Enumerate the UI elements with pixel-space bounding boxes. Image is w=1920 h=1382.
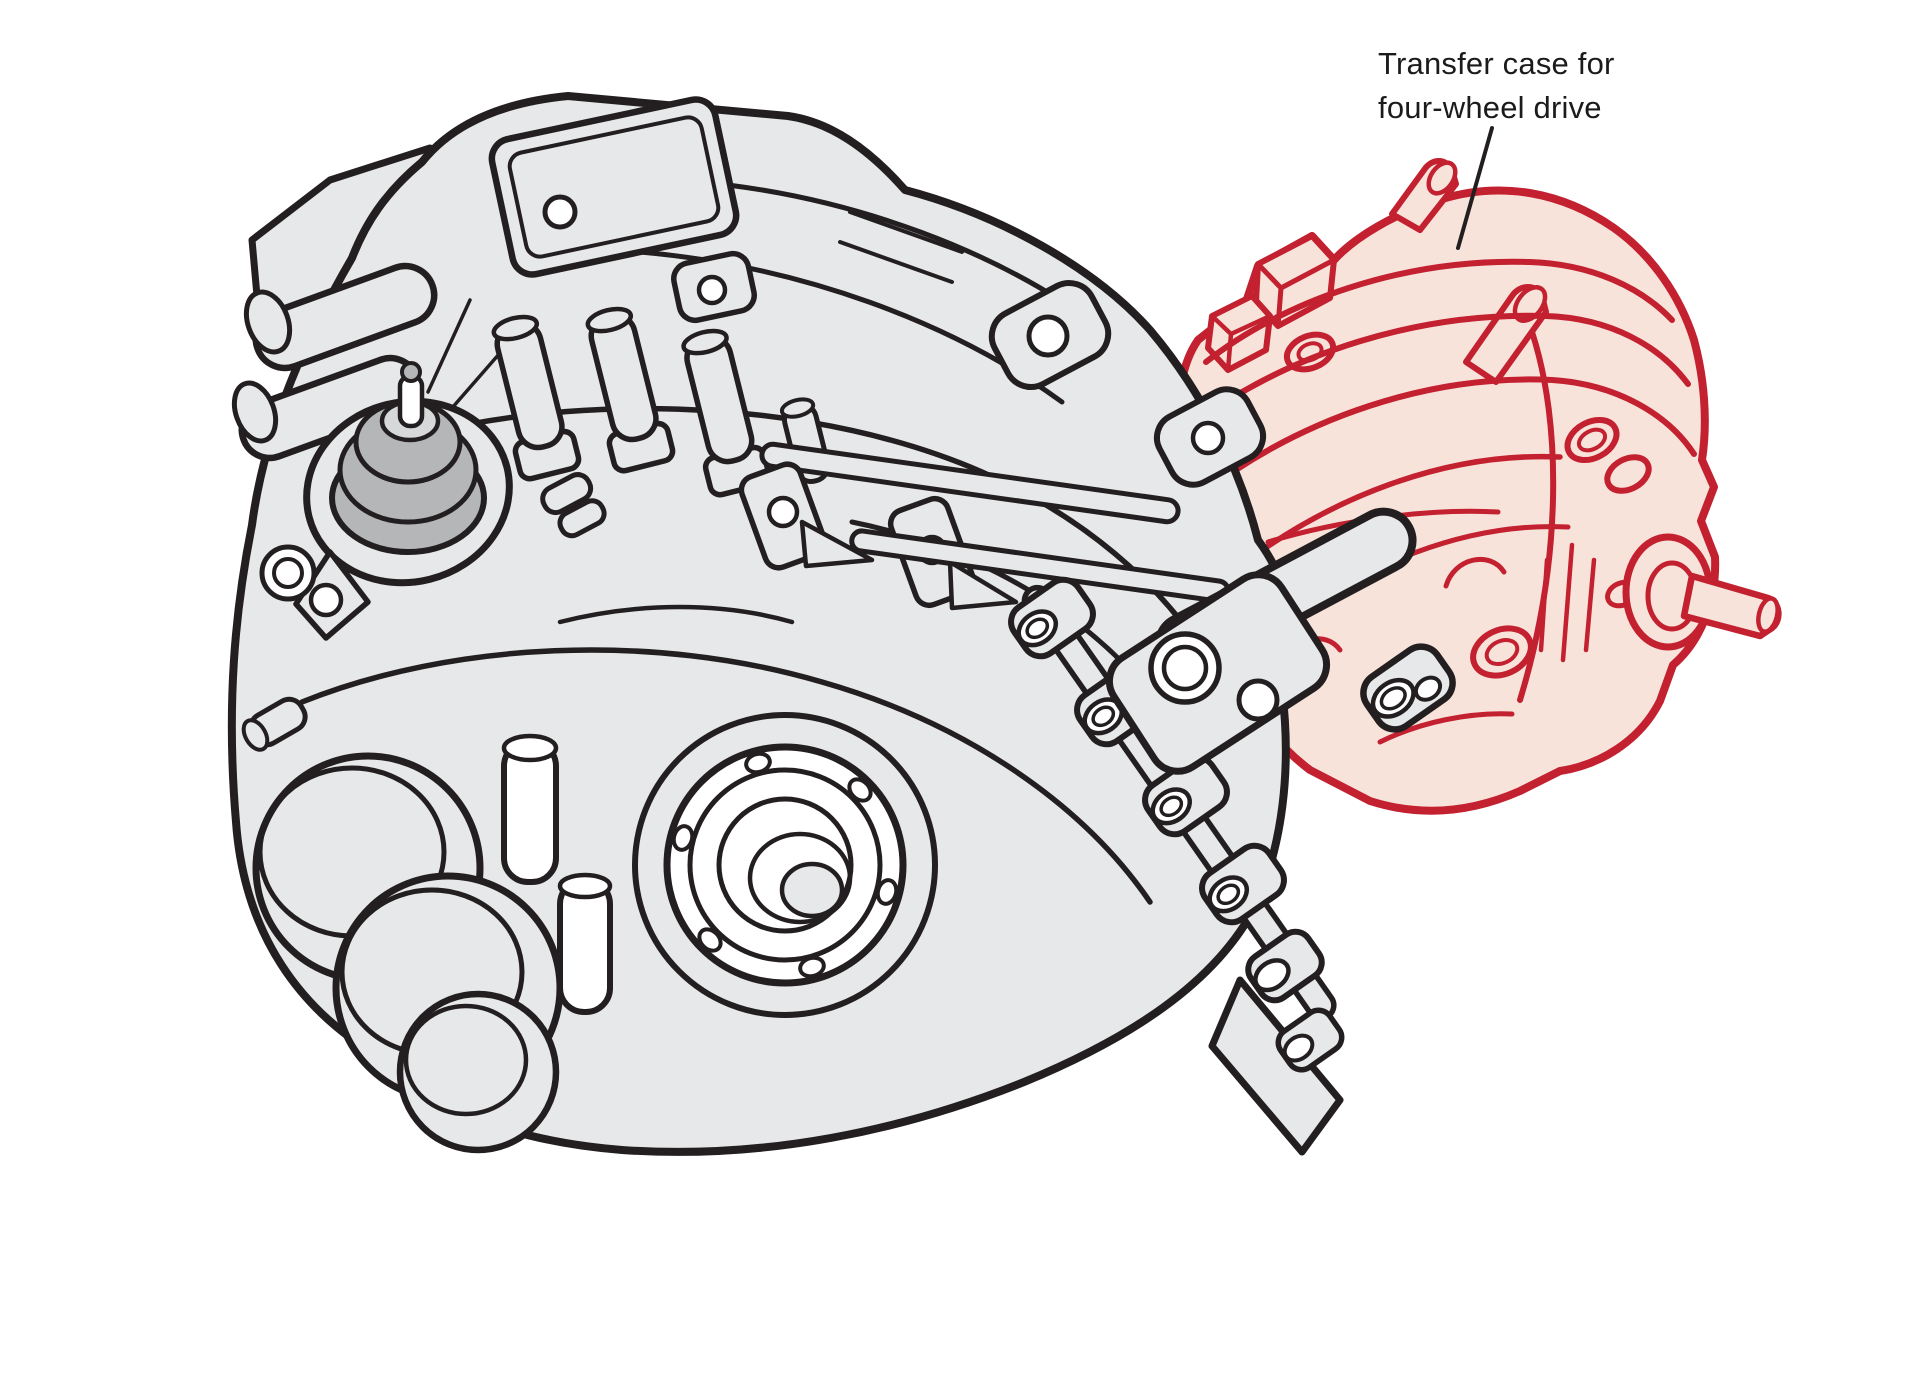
case-rib [1193,312,1691,425]
bolt-head [1282,1033,1315,1063]
housing-line [299,647,1153,905]
peg [501,733,559,885]
flange-bolt-hole [671,824,695,852]
flange-edge [1517,329,1557,703]
left-pipe [252,262,438,372]
valve-cover [488,96,740,278]
pivot-wedge [799,519,875,569]
bolt-head-inner [1216,883,1241,906]
bolt-head-inner [1379,686,1407,711]
stud-cap [681,328,729,356]
lug-hole [1283,331,1337,373]
valve-cover-inner [507,115,721,259]
lug-cap [1426,160,1458,196]
peg-body [501,739,559,885]
stud-cap [779,397,816,419]
callout-line-1: Transfer case for [1378,46,1615,81]
stud [491,314,582,482]
peg-body [557,877,613,1015]
mount-ball [400,361,422,383]
housing-ear-hole [1026,314,1070,358]
flange-bolt-hole [744,751,772,775]
stud-cap [585,306,634,334]
bolt-boss-inner [1576,427,1608,453]
lug-box-edge [1209,313,1273,373]
callout-label: Transfer case for four-wheel drive [1378,42,1615,130]
pivot-wedge [947,559,1019,611]
flange-ring [687,767,883,963]
left-pipe-cap [243,289,293,355]
cover-bolt-hole [542,194,578,230]
transmission-housing [227,92,1456,1156]
bracket-hole [1236,678,1280,722]
flange-bolt-hole [847,777,873,803]
bolt-boss [1604,454,1652,494]
stud [585,306,676,474]
lug-cap [1512,285,1548,323]
selector-rail [759,441,1181,525]
left-pipe-cap [231,380,279,444]
pin-body [540,472,594,516]
leader-line [1456,126,1494,250]
bolt-head [1253,958,1291,993]
flange-hub-ring [747,831,853,925]
bolt-head-inner [1159,795,1184,818]
housing-line [557,604,795,625]
output-shaft-cap [1756,596,1780,634]
mount-boss-inner [272,557,304,589]
stud-cap [491,314,540,342]
mount-ear-hole [308,582,344,618]
callout-line-2: four-wheel drive [1378,90,1602,125]
output-flange [632,712,938,1018]
bolt-boss [1564,416,1620,464]
drum-ring [403,1003,529,1117]
housing-ear-hole [1190,420,1226,456]
pivot-hole [766,495,800,529]
pin-cap [241,718,270,752]
flange-bolt-hole [798,955,826,979]
bolt-head [1413,675,1443,702]
case-rib [1199,376,1697,497]
bolt-head-inner [1025,617,1050,640]
mount-stud [397,373,425,429]
mount-pin [540,472,607,539]
drum [396,990,560,1154]
bolt-boss [1470,625,1534,679]
peg-cap [501,733,559,763]
flange-hatch [1538,542,1597,663]
peg [557,872,613,1015]
case-bump [1443,556,1507,589]
flange-center [779,861,845,919]
cover-ear-hole [696,274,728,306]
far-bolt-boss [1360,643,1456,733]
peg-cap [557,872,613,900]
bracket-hole-inner [1161,644,1209,692]
bolt-head-inner [1091,705,1116,728]
flange-bolt-hole [875,878,899,906]
bolt-boss-inner [1484,638,1520,666]
pin-body [557,498,607,539]
case-rib [1203,258,1675,365]
housing-line [838,210,964,284]
case-line [1377,711,1515,745]
flange-bolt-hole [697,927,723,953]
small-pin [241,696,308,752]
case-rib [1223,453,1563,580]
